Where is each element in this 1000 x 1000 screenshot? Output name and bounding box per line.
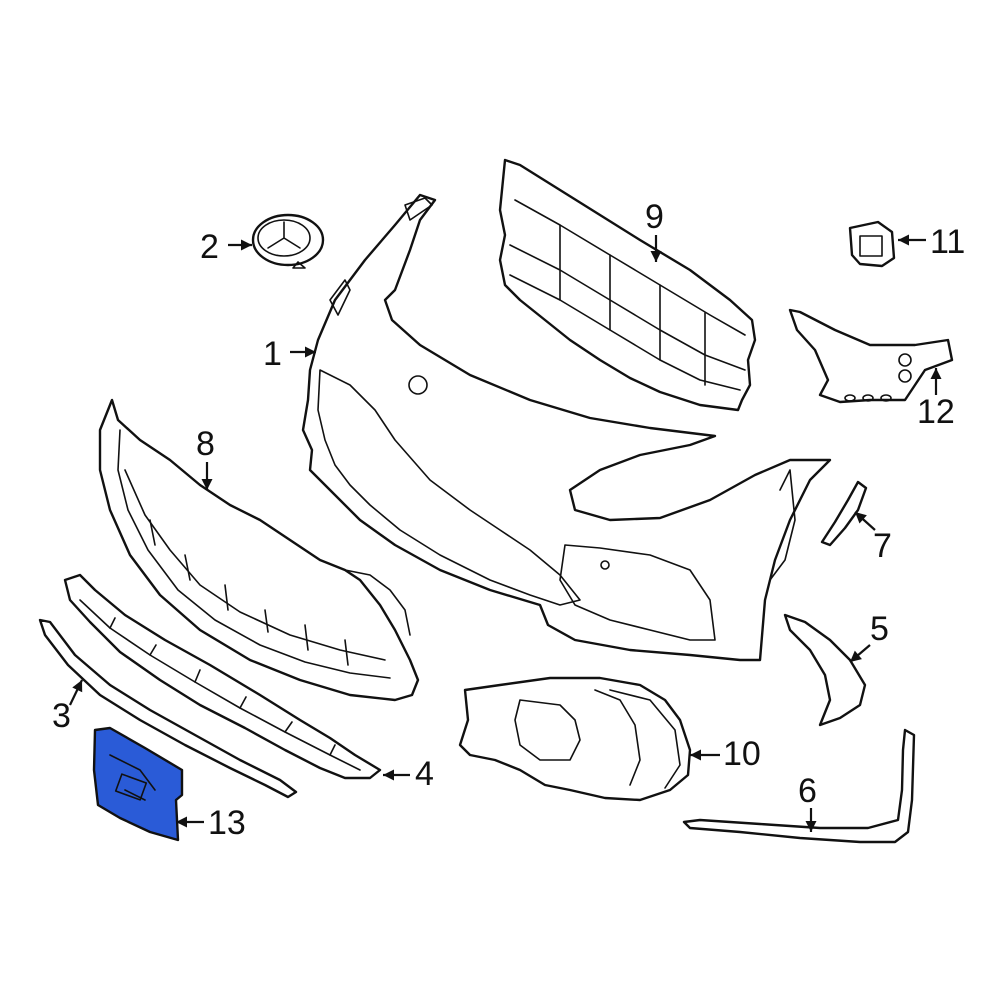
callout-arrowhead <box>855 512 867 524</box>
callout-12: 12 <box>917 368 955 431</box>
part-13-license-bracket[interactable] <box>92 726 184 842</box>
callout-number: 8 <box>196 425 215 463</box>
part-5-side-trim[interactable] <box>783 613 867 727</box>
part-13-fill <box>92 726 184 842</box>
callout-arrowhead <box>241 239 252 251</box>
callout-number: 11 <box>930 223 965 261</box>
callout-5: 5 <box>849 610 889 663</box>
callout-9: 9 <box>645 198 664 262</box>
callout-arrowhead <box>305 346 316 358</box>
callout-3: 3 <box>52 679 83 735</box>
callout-2: 2 <box>200 228 252 266</box>
callout-8: 8 <box>196 425 215 490</box>
callout-number: 13 <box>208 804 246 842</box>
callout-1: 1 <box>263 335 316 373</box>
callout-number: 6 <box>798 772 817 810</box>
part-3-lower-strip[interactable] <box>38 618 298 799</box>
part-12-bracket[interactable] <box>788 308 954 404</box>
callout-arrowhead <box>383 769 394 781</box>
part-9-grille-carrier[interactable] <box>498 158 757 412</box>
part-10-lower-duct[interactable] <box>458 676 692 802</box>
callout-4: 4 <box>383 755 434 793</box>
callout-6: 6 <box>798 772 817 832</box>
callout-arrowhead <box>850 650 862 662</box>
callout-number: 3 <box>52 697 71 735</box>
callout-11: 11 <box>898 223 965 261</box>
part-8-grille-surround[interactable] <box>98 398 420 702</box>
part-7-trim-strip[interactable] <box>820 480 868 547</box>
callout-arrowhead <box>72 680 83 693</box>
callout-arrowhead <box>201 479 213 490</box>
part-2-emblem[interactable] <box>251 213 325 269</box>
part-11-clip[interactable] <box>848 220 896 268</box>
callout-number: 4 <box>415 755 434 793</box>
callout-number: 12 <box>917 393 955 431</box>
callout-number: 5 <box>870 610 889 648</box>
callout-number: 1 <box>263 335 282 373</box>
callout-arrowhead <box>690 749 701 761</box>
part-4-lower-grille[interactable] <box>63 573 382 780</box>
callout-arrowhead <box>176 816 187 828</box>
callout-arrowhead <box>650 251 662 262</box>
callout-arrowhead <box>930 368 942 379</box>
part-6-lower-trim[interactable] <box>682 728 916 844</box>
callout-number: 9 <box>645 198 664 236</box>
callout-10: 10 <box>690 735 761 773</box>
part-1-bumper-cover[interactable] <box>301 193 832 662</box>
callout-number: 7 <box>873 527 892 565</box>
callout-arrowhead <box>898 234 909 246</box>
callout-number: 10 <box>723 735 761 773</box>
callout-number: 2 <box>200 228 219 266</box>
callout-7: 7 <box>854 511 892 565</box>
callout-13: 13 <box>176 804 246 842</box>
callout-arrowhead <box>805 821 817 832</box>
